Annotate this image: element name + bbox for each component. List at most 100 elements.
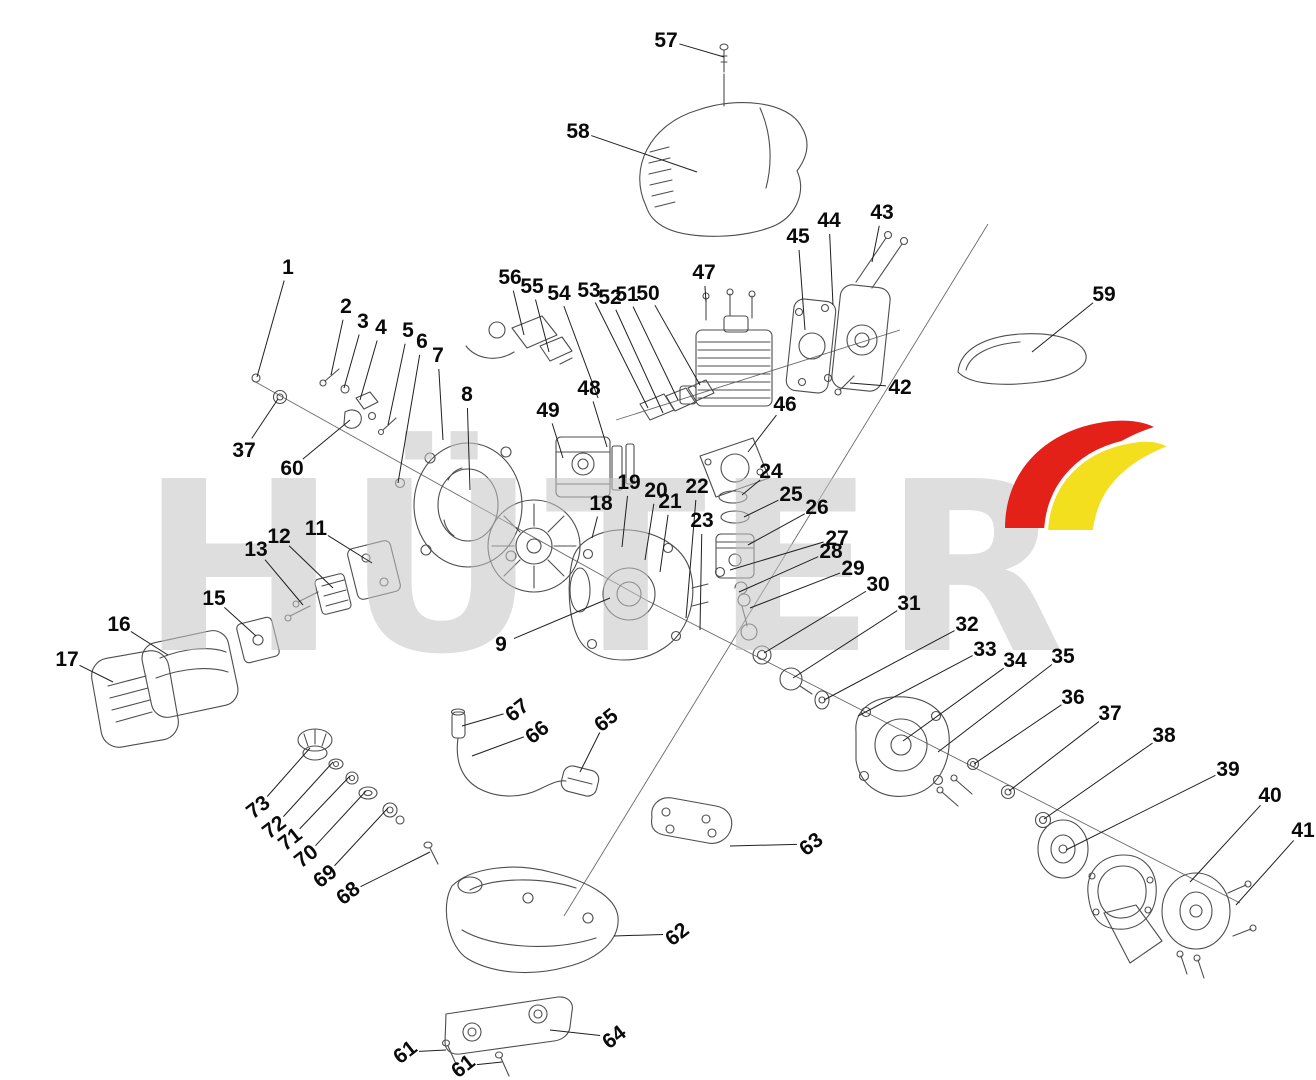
crankcase-plates-art: [785, 284, 891, 394]
leader-line-19: [621, 495, 628, 548]
leader-line-72: [283, 761, 334, 817]
part-label-54: 54: [547, 282, 571, 305]
leader-line-2: [330, 319, 344, 376]
piston-rings-art: [718, 490, 750, 524]
leader-line-71: [299, 775, 351, 830]
leader-line-39: [1065, 774, 1216, 851]
part-label-23: 23: [690, 509, 713, 532]
leader-line-51: [632, 306, 679, 401]
part-label-40: 40: [1258, 784, 1281, 807]
leader-line-73: [266, 747, 311, 797]
leader-line-25: [743, 499, 779, 518]
part-label-57: 57: [654, 29, 677, 52]
part-label-19: 19: [617, 471, 640, 494]
part-label-18: 18: [589, 492, 613, 515]
part-label-66: 66: [521, 716, 554, 749]
leader-line-60: [302, 419, 351, 460]
leader-line-69: [334, 807, 389, 867]
plate-screw-art: [834, 375, 855, 396]
part-label-38: 38: [1152, 724, 1176, 747]
part-label-37: 37: [1098, 702, 1121, 725]
part-label-49: 49: [536, 399, 559, 422]
part-label-9: 9: [495, 633, 507, 656]
leader-line-29: [749, 572, 841, 609]
leader-line-12: [288, 545, 334, 589]
part-label-55: 55: [520, 275, 544, 298]
part-label-60: 60: [280, 457, 303, 480]
leader-line-34: [902, 667, 1004, 742]
cylinder-bolts-art: [702, 288, 756, 321]
leader-line-30: [763, 590, 867, 654]
leader-line-31: [792, 610, 898, 679]
leader-line-7: [438, 368, 444, 441]
leader-line-17: [79, 664, 114, 683]
part-label-28: 28: [819, 540, 843, 563]
part-label-8: 8: [461, 383, 473, 406]
leader-line-18: [591, 516, 598, 539]
part-label-64: 64: [598, 1021, 631, 1054]
leader-line-67: [461, 713, 504, 727]
part-label-3: 3: [357, 310, 369, 333]
mount-screws-art: [441, 1039, 510, 1077]
heat-shield-art: [957, 333, 1087, 385]
leader-line-41: [1235, 840, 1295, 906]
leader-line-61: [418, 1049, 447, 1052]
part-label-39: 39: [1216, 758, 1239, 781]
flywheel-art: [487, 499, 581, 593]
leader-line-45: [798, 249, 806, 331]
leader-line-44: [829, 233, 834, 306]
part-label-6: 6: [416, 330, 428, 353]
part-label-1: 1: [282, 256, 294, 279]
part-label-56: 56: [498, 266, 521, 289]
leader-line-59: [1031, 302, 1094, 353]
leader-line-5: [387, 343, 406, 426]
long-bolts-art: [855, 230, 909, 289]
logo-yellow-shape: [1043, 437, 1176, 534]
leader-line-61: [476, 1061, 503, 1066]
leader-line-32: [823, 630, 955, 701]
part-label-16: 16: [107, 613, 130, 636]
part-label-21: 21: [658, 490, 682, 513]
leader-line-28: [738, 556, 819, 593]
leader-line-26: [747, 513, 805, 546]
leader-line-33: [857, 655, 973, 717]
clutch-housing-art: [855, 696, 973, 807]
part-label-37: 37: [232, 439, 255, 462]
part-label-2: 2: [340, 295, 352, 318]
part-label-25: 25: [779, 483, 803, 506]
leader-line-22: [685, 499, 697, 619]
part-label-17: 17: [55, 648, 78, 671]
part-label-63: 63: [795, 828, 828, 861]
part-label-7: 7: [432, 344, 444, 367]
part-label-65: 65: [590, 704, 623, 737]
leader-line-21: [659, 514, 669, 573]
piston-art: [715, 533, 755, 579]
engine-top-cover-art: [639, 102, 808, 237]
leader-line-57: [679, 43, 725, 58]
leader-line-15: [224, 607, 257, 637]
leader-line-47: [704, 285, 707, 303]
crankshaft-art: [779, 667, 830, 710]
part-label-27: 27: [825, 527, 848, 550]
mount-plate-art: [444, 996, 573, 1055]
leader-line-70: [315, 790, 367, 847]
part-label-13: 13: [244, 538, 267, 561]
small-hardware-art: [251, 368, 406, 489]
part-label-53: 53: [577, 279, 600, 302]
part-label-35: 35: [1051, 645, 1075, 668]
part-label-47: 47: [692, 261, 715, 284]
carburetor-art: [555, 436, 635, 498]
part-label-30: 30: [866, 573, 889, 596]
leader-line-50: [654, 304, 701, 386]
part-label-48: 48: [577, 377, 601, 400]
part-label-26: 26: [805, 496, 828, 519]
part-label-12: 12: [267, 525, 290, 548]
leader-line-6: [397, 354, 421, 484]
leader-line-40: [1189, 804, 1261, 883]
leader-line-62: [613, 933, 664, 937]
leader-line-65: [579, 732, 601, 773]
leader-line-20: [644, 503, 655, 561]
fuel-cap-hardware-art: [297, 728, 439, 865]
